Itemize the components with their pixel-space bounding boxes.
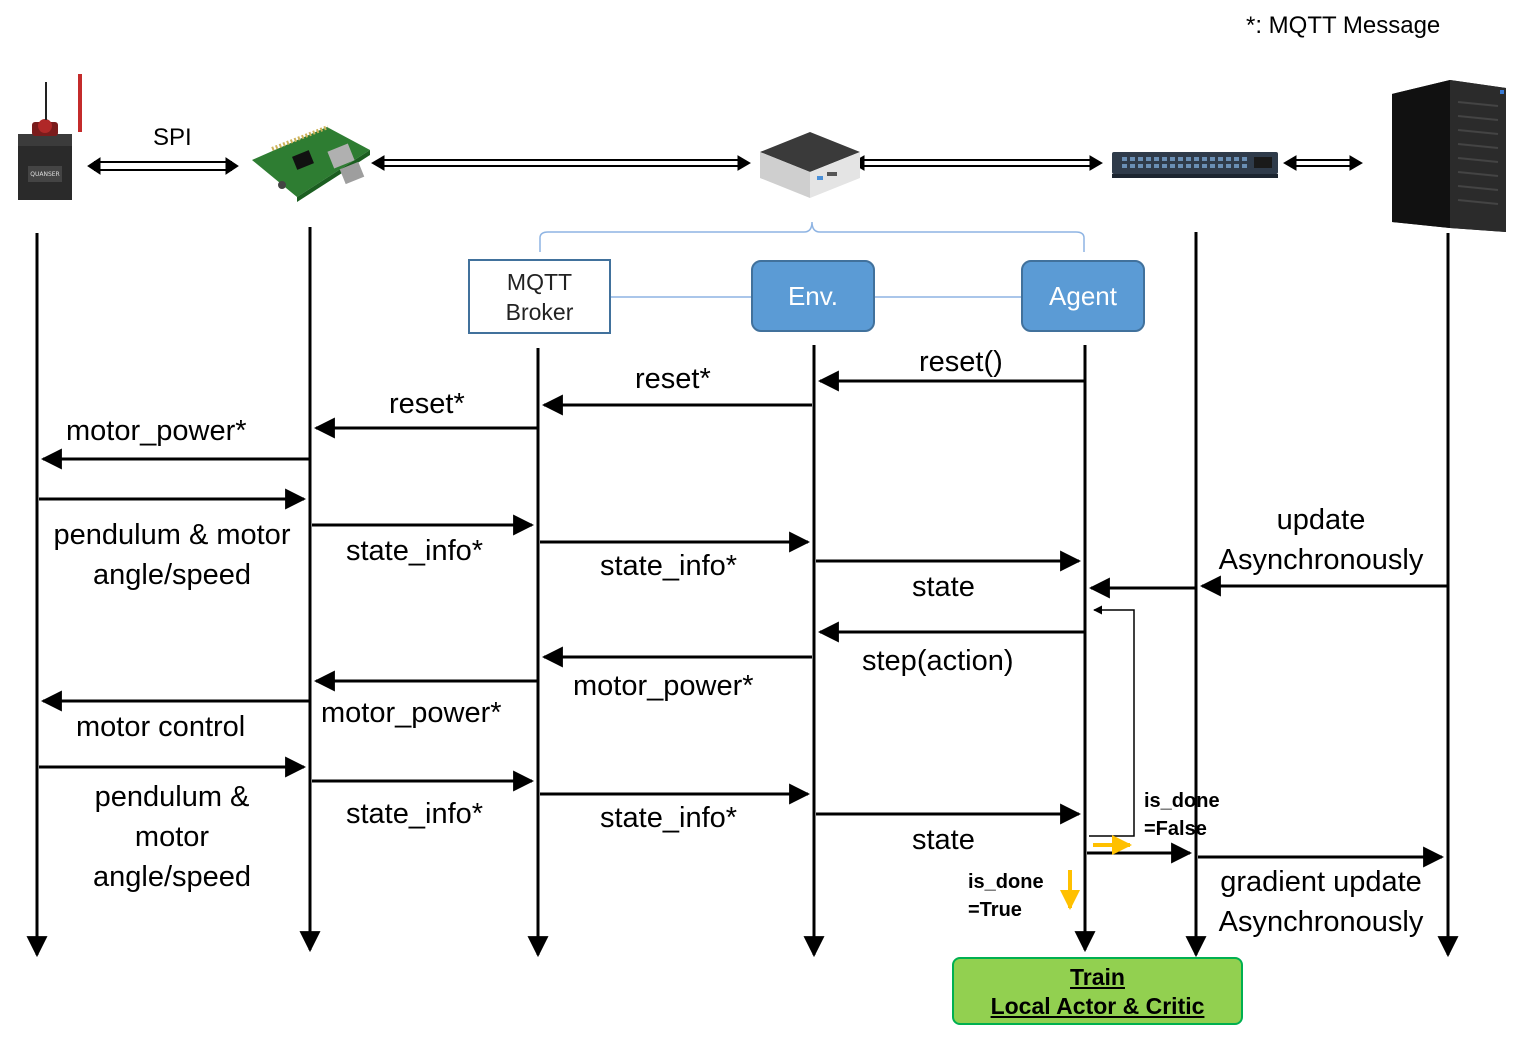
label-state-1: state bbox=[912, 571, 975, 603]
label-update-async: update Asynchronously bbox=[1218, 504, 1424, 576]
link-rpi-nuc bbox=[371, 155, 751, 171]
label-reset-env: reset* bbox=[635, 363, 711, 395]
label-reset-broker: reset* bbox=[389, 388, 465, 420]
label-pendulum-state-2: pendulum & motor angle/speed bbox=[92, 781, 252, 893]
label-gradient-update: gradient update Asynchronously bbox=[1218, 866, 1424, 938]
label-motor-power-rpi: motor_power* bbox=[66, 415, 247, 447]
link-nuc-switch bbox=[851, 155, 1103, 171]
label-is-done-false: is_done =False bbox=[1144, 790, 1220, 840]
raspberry-pi-icon bbox=[252, 125, 370, 202]
label-is-done-true: is_done =True bbox=[968, 871, 1044, 921]
label-state-info-rpi-1: state_info* bbox=[346, 535, 484, 567]
lifelines bbox=[26, 227, 1459, 958]
agent-node: Agent bbox=[1021, 260, 1145, 332]
label-motor-control: motor control bbox=[76, 711, 246, 743]
label-state-info-rpi-2: state_info* bbox=[346, 798, 484, 830]
tower-server-icon bbox=[1392, 80, 1506, 232]
label-motor-power-broker: motor_power* bbox=[321, 697, 502, 729]
loop-back-arrow bbox=[1089, 605, 1135, 837]
train-sublabel: Local Actor & Critic bbox=[990, 993, 1205, 1019]
label-state-info-broker-1: state_info* bbox=[600, 550, 738, 582]
mqtt-broker-node: MQTT Broker bbox=[468, 259, 611, 334]
link-qube-rpi bbox=[87, 157, 239, 175]
label-pendulum-state-1: pendulum & motor angle/speed bbox=[53, 519, 291, 591]
intel-nuc-icon bbox=[760, 132, 860, 198]
mqtt-legend-note: *: MQTT Message bbox=[1246, 12, 1441, 39]
device-links bbox=[87, 155, 1363, 175]
train-local-actor-critic-box: Train Local Actor & Critic bbox=[952, 957, 1243, 1025]
env-node: Env. bbox=[751, 260, 875, 332]
label-step-action: step(action) bbox=[862, 645, 1014, 677]
link-switch-server bbox=[1283, 155, 1363, 171]
train-label: Train bbox=[1070, 964, 1125, 990]
label-state-info-broker-2: state_info* bbox=[600, 802, 738, 834]
svg-text:QUANSER: QUANSER bbox=[30, 171, 59, 178]
nuc-brace bbox=[539, 221, 1085, 252]
message-arrows bbox=[39, 370, 1448, 868]
spi-link-label: SPI bbox=[153, 124, 192, 151]
label-reset-call: reset() bbox=[919, 346, 1003, 378]
label-state-2: state bbox=[912, 824, 975, 856]
label-motor-power-env: motor_power* bbox=[573, 670, 754, 702]
quanser-qube-icon: QUANSER bbox=[18, 74, 82, 200]
network-switch-icon bbox=[1112, 152, 1278, 178]
